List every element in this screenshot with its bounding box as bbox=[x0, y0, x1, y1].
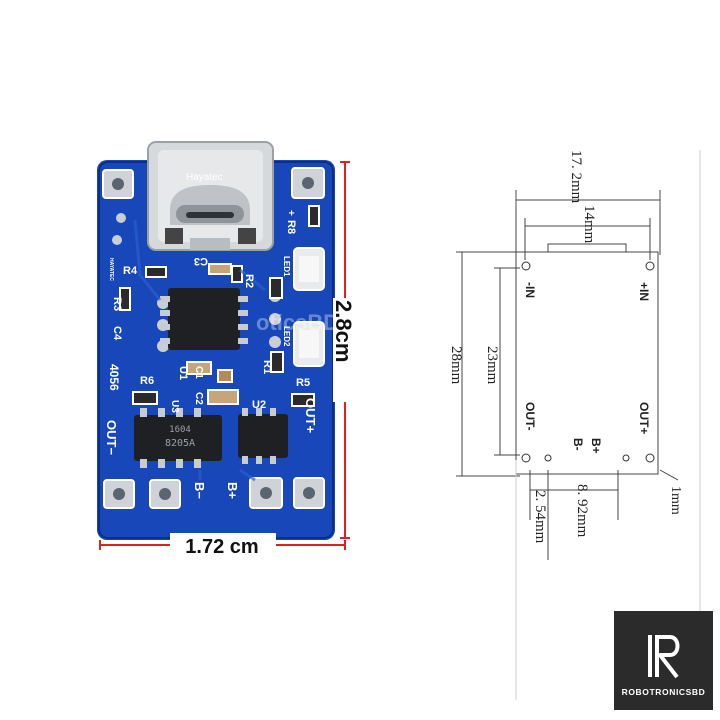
silk-small-brand: HAYATEC bbox=[108, 258, 114, 281]
usb-c-connector bbox=[147, 141, 274, 251]
ic-mark: 8205A bbox=[165, 438, 195, 449]
lbl-out-minus: OUT- bbox=[523, 402, 537, 431]
silk-u3: U3 bbox=[169, 400, 180, 413]
dimension-drawing bbox=[456, 150, 701, 700]
watermark-text: oticsBD bbox=[256, 310, 339, 335]
board-outline bbox=[515, 251, 659, 475]
dim-inner-width: 14mm bbox=[581, 205, 597, 244]
lbl-b-minus: B- bbox=[571, 438, 585, 451]
silk-c3: C3 bbox=[194, 255, 208, 267]
silk-plus: + bbox=[285, 210, 296, 216]
silk-out-minus: OUT− bbox=[104, 420, 119, 455]
silk-r5: R5 bbox=[296, 377, 310, 389]
lbl-b-plus: B+ bbox=[589, 438, 603, 454]
silk-r2: R2 bbox=[243, 274, 255, 288]
dim-overall-width: 17. 2mm bbox=[568, 150, 584, 204]
height-label: 2.8cm bbox=[331, 300, 356, 362]
dim-edge: 1mm bbox=[668, 486, 683, 515]
silk-u1: U1 bbox=[177, 366, 189, 380]
silk-r6: R6 bbox=[140, 375, 154, 387]
lbl-in-minus: -IN bbox=[523, 282, 537, 298]
protection-ic-dual-mosfet: 1604 8205A bbox=[134, 408, 222, 468]
brand-name: ROBOTRONICSBD bbox=[621, 687, 706, 697]
silk-u2: U2 bbox=[252, 399, 266, 411]
silk-b-plus: B+ bbox=[225, 482, 240, 499]
dim-overall-height: 28mm bbox=[448, 346, 464, 385]
brand-logo: ROBOTRONICSBD bbox=[614, 611, 713, 710]
silk-r8: R8 bbox=[285, 220, 297, 234]
charger-ic bbox=[160, 288, 248, 350]
robotronics-logo-icon bbox=[648, 635, 680, 679]
smd-components bbox=[119, 205, 320, 407]
dim-pad-spacing: 8. 92mm bbox=[574, 484, 590, 538]
silk-c1: C1 bbox=[193, 366, 204, 379]
ic-code: 1604 bbox=[169, 425, 191, 435]
silk-r4: R4 bbox=[123, 265, 138, 277]
silk-led2: LED2 bbox=[282, 326, 291, 347]
dimension-labels: 17. 2mm 14mm 28mm 23mm 8. 92mm 2. 54mm 1… bbox=[448, 150, 683, 544]
lbl-in-plus: +IN bbox=[637, 282, 651, 301]
connector-brand: Hayatec bbox=[186, 172, 223, 183]
silk-4056: 4056 bbox=[107, 364, 121, 391]
silk-c2: C2 bbox=[193, 392, 204, 405]
silk-r1: R1 bbox=[261, 360, 273, 374]
pcb-board: 1604 8205A bbox=[97, 141, 339, 540]
silk-c4: C4 bbox=[111, 326, 123, 341]
dim-inner-height: 23mm bbox=[484, 346, 500, 385]
dim-pitch: 2. 54mm bbox=[532, 490, 548, 544]
silk-r3: R3 bbox=[111, 297, 123, 311]
lbl-out-plus: OUT+ bbox=[637, 402, 651, 434]
drawing-pads bbox=[521, 261, 655, 463]
protection-ic-u2 bbox=[238, 408, 288, 464]
size-markers: 2.8cm 1.72 cm bbox=[99, 161, 357, 558]
silk-led1: LED1 bbox=[282, 256, 291, 277]
silk-b-minus: B− bbox=[192, 482, 207, 499]
led-indicators bbox=[293, 247, 325, 367]
silk-out-plus: OUT+ bbox=[303, 398, 318, 433]
width-label: 1.72 cm bbox=[185, 536, 258, 558]
